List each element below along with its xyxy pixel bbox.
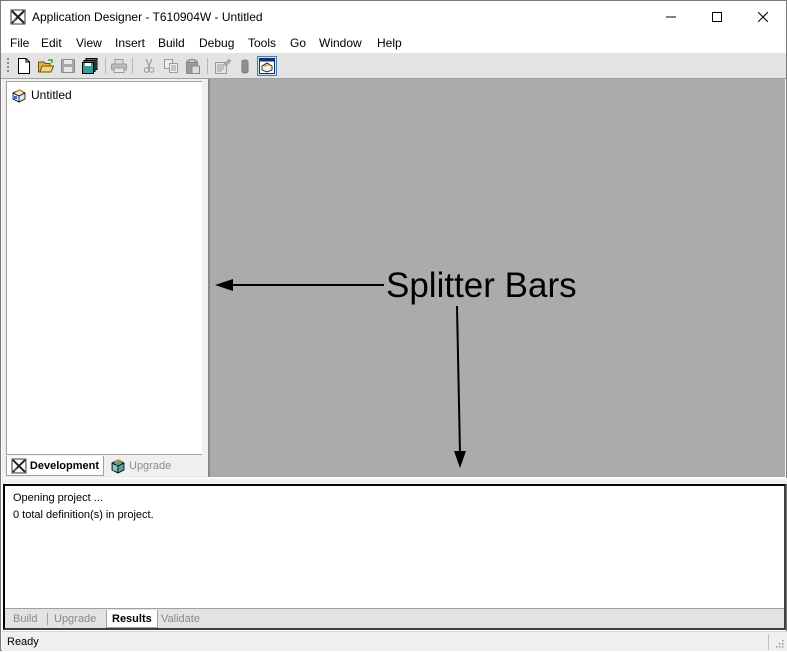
toolbar-grip[interactable] bbox=[7, 58, 9, 74]
status-separator bbox=[768, 634, 769, 650]
copy-button[interactable] bbox=[161, 56, 181, 76]
status-bar: Ready bbox=[2, 631, 787, 651]
project-workspace-button[interactable] bbox=[257, 56, 277, 76]
save-button[interactable] bbox=[58, 56, 78, 76]
print-icon bbox=[111, 59, 127, 73]
tab-results[interactable]: Results bbox=[106, 610, 158, 628]
properties-button[interactable] bbox=[213, 56, 233, 76]
annotation-label: Splitter Bars bbox=[386, 266, 577, 305]
vertical-splitter-bar[interactable] bbox=[202, 79, 208, 478]
menu-file[interactable]: File bbox=[10, 36, 30, 50]
tree-item-label: Untitled bbox=[31, 88, 72, 102]
resize-grip-icon[interactable] bbox=[774, 638, 784, 648]
project-workspace-icon bbox=[259, 58, 275, 74]
menu-view[interactable]: View bbox=[76, 36, 102, 50]
tab-build[interactable]: Build bbox=[13, 613, 38, 625]
maximize-icon bbox=[712, 11, 722, 22]
tab-development[interactable]: Development bbox=[6, 456, 104, 476]
component-button[interactable] bbox=[235, 56, 255, 76]
new-file-icon bbox=[18, 58, 30, 74]
horizontal-splitter-bar[interactable] bbox=[2, 478, 787, 484]
print-button[interactable] bbox=[109, 56, 129, 76]
development-icon bbox=[11, 458, 27, 473]
tab-upgrade-output[interactable]: Upgrade bbox=[54, 613, 97, 625]
menu-debug[interactable]: Debug bbox=[199, 36, 235, 50]
open-folder-icon bbox=[38, 59, 54, 73]
output-window: Opening project ... 0 total definition(s… bbox=[3, 484, 786, 630]
toolbar bbox=[1, 53, 786, 79]
menu-go[interactable]: Go bbox=[290, 36, 307, 50]
new-button[interactable] bbox=[14, 56, 34, 76]
cut-button[interactable] bbox=[139, 56, 159, 76]
minimize-icon bbox=[666, 16, 676, 17]
close-button[interactable] bbox=[740, 1, 786, 32]
title-bar: Application Designer - T610904W - Untitl… bbox=[1, 1, 786, 32]
project-pane: Untitled Development Upgrade bbox=[2, 79, 208, 478]
menu-tools[interactable]: Tools bbox=[248, 36, 277, 50]
cut-icon bbox=[143, 59, 155, 73]
status-text: Ready bbox=[7, 636, 39, 648]
minimize-button[interactable] bbox=[648, 1, 694, 32]
open-button[interactable] bbox=[36, 56, 56, 76]
properties-icon bbox=[215, 58, 231, 74]
paste-button[interactable] bbox=[183, 56, 203, 76]
output-line: Opening project ... bbox=[13, 492, 103, 504]
tab-validate[interactable]: Validate bbox=[161, 613, 200, 625]
tab-label: Development bbox=[29, 459, 99, 472]
copy-icon bbox=[164, 59, 178, 73]
tree-item-project[interactable]: Untitled bbox=[11, 87, 72, 103]
menu-window[interactable]: Window bbox=[319, 36, 362, 50]
maximize-button[interactable] bbox=[694, 1, 740, 32]
app-designer-icon bbox=[10, 9, 26, 25]
tab-upgrade[interactable]: Upgrade bbox=[106, 456, 175, 476]
tab-label: Upgrade bbox=[129, 460, 172, 472]
menu-insert[interactable]: Insert bbox=[115, 36, 146, 50]
toolbar-separator bbox=[132, 58, 133, 74]
upgrade-icon bbox=[111, 459, 125, 474]
menu-build[interactable]: Build bbox=[158, 36, 185, 50]
project-icon bbox=[12, 89, 26, 103]
save-icon bbox=[61, 59, 75, 73]
save-all-icon bbox=[82, 58, 98, 74]
close-icon bbox=[758, 11, 768, 22]
component-icon bbox=[241, 59, 249, 73]
window-title: Application Designer - T610904W - Untitl… bbox=[32, 10, 263, 24]
toolbar-separator bbox=[105, 58, 106, 74]
paste-icon bbox=[186, 58, 200, 74]
tab-separator bbox=[47, 613, 48, 625]
toolbar-separator bbox=[207, 58, 208, 74]
output-line: 0 total definition(s) in project. bbox=[13, 509, 154, 521]
project-tree[interactable]: Untitled bbox=[6, 81, 203, 455]
menu-edit[interactable]: Edit bbox=[41, 36, 62, 50]
output-text-area[interactable]: Opening project ... 0 total definition(s… bbox=[5, 486, 784, 609]
menu-bar: File Edit View Insert Build Debug Tools … bbox=[1, 32, 786, 53]
save-all-button[interactable] bbox=[80, 56, 100, 76]
workspace-area bbox=[208, 79, 785, 477]
menu-help[interactable]: Help bbox=[377, 36, 402, 50]
